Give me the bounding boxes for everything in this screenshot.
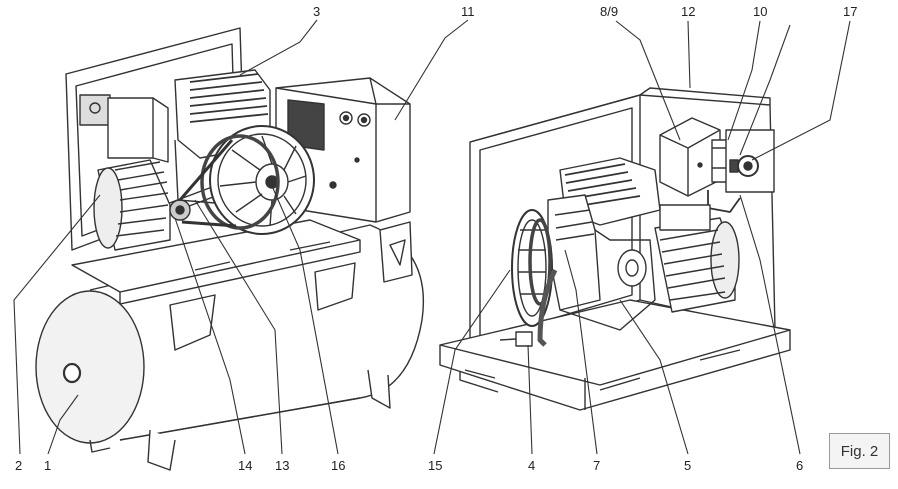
drain-valve — [499, 331, 533, 347]
callout-10: 10 — [753, 4, 767, 19]
callout-1: 1 — [44, 458, 51, 473]
callout-labels: 3 11 2 1 14 13 16 8/9 12 10 17 15 4 7 5 … — [15, 4, 857, 473]
right-flywheel — [511, 209, 553, 327]
flywheel — [200, 125, 315, 235]
callout-7: 7 — [593, 458, 600, 473]
callout-5: 5 — [684, 458, 691, 473]
callout-8-9: 8/9 — [600, 4, 618, 19]
left-base-platform — [71, 219, 413, 305]
callout-14: 14 — [238, 458, 252, 473]
callout-2: 2 — [15, 458, 22, 473]
callout-17: 17 — [843, 4, 857, 19]
callout-4: 4 — [528, 458, 535, 473]
callout-12: 12 — [681, 4, 695, 19]
drive-belt — [178, 139, 237, 228]
figure-caption: Fig. 2 — [829, 433, 890, 469]
callout-13: 13 — [275, 458, 289, 473]
callout-15: 15 — [428, 458, 442, 473]
callout-16: 16 — [331, 458, 345, 473]
electric-motor — [93, 97, 191, 251]
right-compressor-unit — [439, 87, 791, 411]
pressure-gauge — [707, 129, 775, 213]
delivery-pipe — [537, 268, 558, 347]
left-compressor-unit — [35, 27, 425, 471]
leader-lines — [13, 19, 851, 455]
right-base-plate — [439, 299, 791, 411]
right-pump-head — [547, 157, 661, 331]
callout-11: 11 — [461, 4, 475, 19]
right-motor — [654, 204, 740, 313]
callout-6: 6 — [796, 458, 803, 473]
callout-3: 3 — [313, 4, 320, 19]
